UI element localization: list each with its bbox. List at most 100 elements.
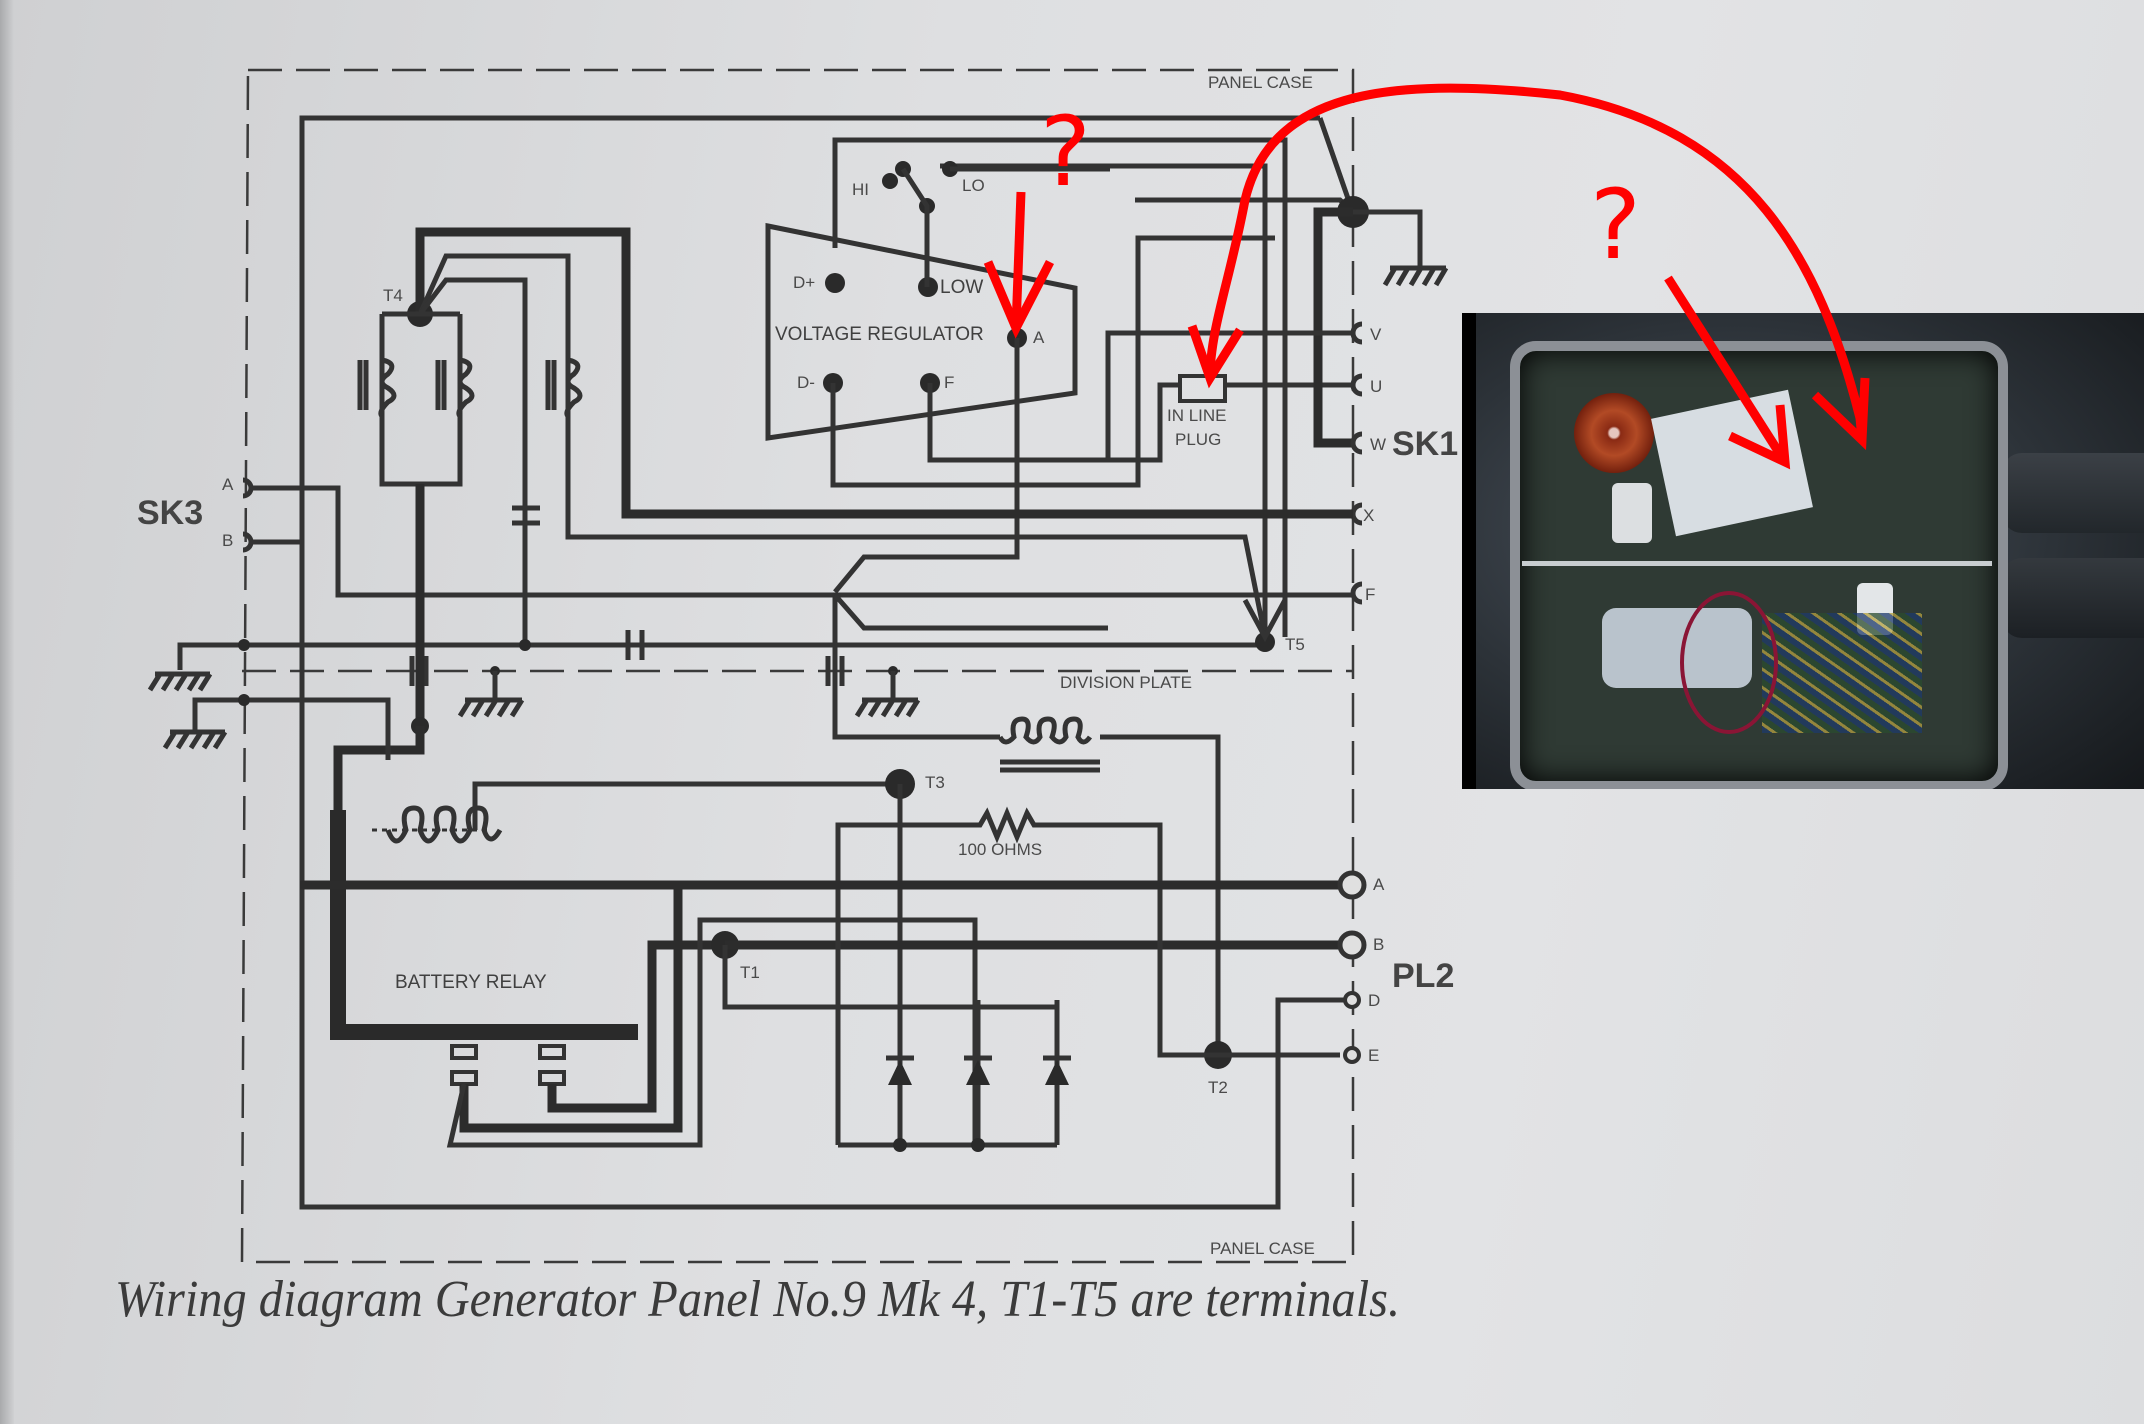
pl2-label-b: B bbox=[1373, 935, 1384, 954]
wire-top-1 bbox=[299, 115, 1320, 598]
arrow-to-photo-2 bbox=[1811, 377, 1870, 451]
photo-division-plate bbox=[1522, 561, 1992, 566]
in-line-plug-label-1: IN LINE bbox=[1167, 406, 1227, 425]
wire-relay-outer bbox=[299, 598, 1353, 1210]
vr-label-a: A bbox=[1033, 328, 1045, 347]
photo-connector-1 bbox=[2002, 453, 2144, 533]
vr-label-low: LOW bbox=[940, 277, 983, 298]
wire-top-2 bbox=[832, 137, 1288, 637]
wire-a-branch bbox=[833, 593, 1108, 631]
sk1-label-x: X bbox=[1363, 506, 1374, 525]
wire-sk3-a bbox=[250, 485, 1353, 598]
arrow-to-regulator-a bbox=[983, 191, 1055, 339]
division-plate-label: DIVISION PLATE bbox=[1060, 673, 1192, 692]
earth-symbol-div-2 bbox=[854, 666, 921, 718]
resistor-label: 100 OHMS bbox=[958, 840, 1042, 859]
sk1-label-w: W bbox=[1370, 435, 1386, 454]
junction-diode-1 bbox=[893, 1138, 907, 1152]
feedthrough-cap-1 bbox=[409, 656, 429, 686]
relay-contacts bbox=[450, 1044, 566, 1086]
earth-symbol-top bbox=[1382, 265, 1449, 287]
wire-a-down bbox=[832, 595, 1000, 740]
wire-t4-thick bbox=[415, 227, 1353, 519]
label-t2: T2 bbox=[1208, 1078, 1228, 1097]
diode-1 bbox=[886, 1000, 914, 1145]
arrow-curve-to-plug bbox=[1187, 83, 1865, 420]
panel-case-label-top: PANEL CASE bbox=[1208, 73, 1313, 92]
pl2-label-e: E bbox=[1368, 1046, 1379, 1065]
label-t1: T1 bbox=[740, 963, 760, 982]
pl2-pin-a bbox=[1337, 870, 1367, 900]
wire-plug-left bbox=[1108, 382, 1180, 463]
question-mark-2: ? bbox=[1590, 169, 1641, 281]
wire-vr-dminus bbox=[830, 235, 1275, 488]
sk1-pin-w bbox=[1350, 431, 1363, 455]
panel-case-label-bottom: PANEL CASE bbox=[1210, 1239, 1315, 1258]
earth-symbol-left-1 bbox=[147, 671, 213, 692]
label-t3: T3 bbox=[925, 773, 945, 792]
battery-relay-label: BATTERY RELAY bbox=[395, 972, 547, 993]
junction-earth-2 bbox=[519, 639, 531, 651]
wire-sk1-w bbox=[1313, 207, 1353, 448]
vr-label-dminus: D- bbox=[797, 373, 815, 392]
voltage-regulator-label: VOLTAGE REGULATOR bbox=[775, 324, 984, 345]
diode-3 bbox=[1043, 1000, 1071, 1145]
earth-symbol-left-2 bbox=[162, 729, 228, 750]
wire-sk1-diag bbox=[1317, 117, 1355, 211]
wire-resistor bbox=[835, 806, 1218, 1145]
panel-photo bbox=[1462, 313, 2144, 789]
wire-relay-left bbox=[333, 726, 425, 810]
wire-t5-f bbox=[1242, 598, 1288, 643]
switch-label-lo: LO bbox=[962, 176, 985, 195]
wire-t4-mid bbox=[417, 253, 1268, 638]
feedthrough-cap-2 bbox=[825, 656, 845, 686]
diode-2 bbox=[964, 1000, 992, 1145]
page-edge bbox=[0, 0, 14, 1424]
photo-wiring bbox=[1762, 613, 1922, 733]
sk1-label-u: U bbox=[1370, 377, 1382, 396]
vr-label-dplus: D+ bbox=[793, 273, 815, 292]
voltage-regulator-body bbox=[765, 222, 1078, 441]
in-line-plug bbox=[1178, 374, 1227, 403]
capacitor-1 bbox=[512, 280, 540, 640]
panel-case-outline bbox=[240, 68, 1355, 1264]
photo-circle-annotation bbox=[1680, 591, 1778, 734]
earth-symbol-div-1 bbox=[457, 666, 525, 718]
relay-coil bbox=[372, 805, 503, 844]
vr-label-f: F bbox=[944, 373, 954, 392]
photo-connector-2 bbox=[2002, 558, 2144, 638]
label-t5: T5 bbox=[1285, 635, 1305, 654]
sk1-label: SK1 bbox=[1392, 425, 1458, 463]
vr-terminal-dplus bbox=[825, 273, 845, 293]
capacitor-2 bbox=[625, 630, 645, 660]
pl2-pin-e bbox=[1343, 1046, 1361, 1064]
question-mark-1: ? bbox=[1040, 96, 1091, 208]
sk1-label-f: F bbox=[1365, 585, 1375, 604]
sk3-label-a: A bbox=[222, 475, 234, 494]
junction-diode-2 bbox=[971, 1138, 985, 1152]
wire-sk3-b bbox=[250, 539, 305, 598]
transformer-coil-3 bbox=[545, 357, 583, 418]
pl2-pin-b bbox=[1337, 930, 1367, 960]
switch-label-hi: HI bbox=[852, 180, 869, 199]
switch-hi-contact bbox=[882, 173, 898, 189]
photo-coil bbox=[1574, 393, 1654, 473]
pl2-label: PL2 bbox=[1392, 957, 1454, 995]
sk1-pin-u bbox=[1350, 373, 1363, 397]
in-line-plug-label-2: PLUG bbox=[1175, 430, 1221, 449]
figure-caption: Wiring diagram Generator Panel No.9 Mk 4… bbox=[115, 1271, 1401, 1328]
photo-black-edge bbox=[1462, 313, 1532, 789]
junction-earth-1 bbox=[238, 639, 250, 651]
transformer-coil-1 bbox=[357, 357, 397, 418]
wire-contact-3 bbox=[446, 917, 978, 1148]
arrow-to-photo-1 bbox=[1664, 275, 1791, 470]
wire-earth-top bbox=[1353, 209, 1423, 268]
sk3-label-b: B bbox=[222, 531, 233, 550]
wire-coil-t3 bbox=[472, 781, 900, 830]
junction-earth-3 bbox=[238, 694, 250, 706]
sk3-label: SK3 bbox=[137, 494, 203, 532]
sk1-label-v: V bbox=[1370, 325, 1382, 344]
wire-top-3 bbox=[940, 163, 1268, 637]
